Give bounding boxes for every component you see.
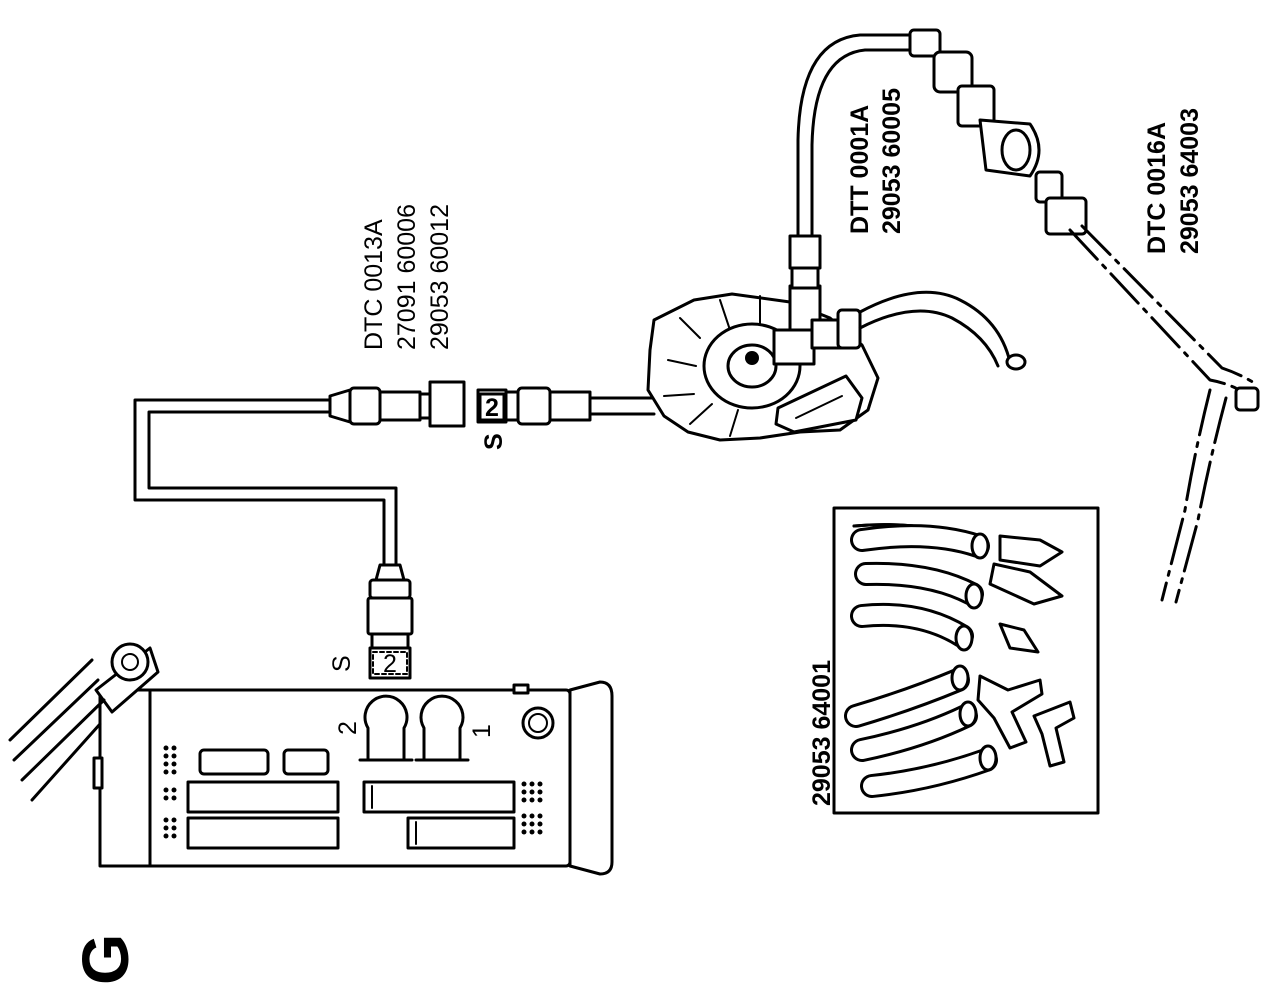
label-dtc-0016a-line2: 29053 64003 (1176, 108, 1204, 254)
port-2-marker-cable: 2 (478, 392, 506, 422)
fittings (976, 534, 1076, 768)
label-port-1: 1 (468, 724, 496, 738)
hose-kit-box (832, 506, 1100, 815)
port-2-label-cable: 2 (485, 394, 499, 422)
label-dtc-0013a-line1: DTC 0013A (360, 219, 388, 350)
measurement-unit (8, 642, 614, 876)
label-dtt-0001a: DTT 0001A 29053 60005 (846, 88, 906, 234)
label-s-box: S (328, 655, 356, 672)
cable-dtc-0013a (133, 380, 656, 680)
label-dtc-0013a-line3: 29053 60012 (426, 204, 454, 350)
label-kit-29053-64001: 29053 64001 (808, 660, 836, 806)
port-2-label-box: 2 (383, 650, 397, 678)
label-dtc-0016a-line1: DTC 0016A (1143, 122, 1171, 254)
label-dtt-0001a-line2: 29053 60005 (878, 88, 906, 234)
hose-dtc-0016a (1034, 170, 1260, 604)
label-port-2: 2 (334, 721, 362, 735)
label-dtt-0001a-line1: DTT 0001A (846, 105, 874, 234)
tube-pieces (844, 524, 998, 798)
label-dtc-0013a: DTC 0013A 27091 60006 29053 60012 (360, 204, 454, 350)
flow-sensor (646, 28, 1041, 442)
figure-letter: G (68, 934, 142, 985)
port-2-marker-box: 2 (372, 650, 408, 678)
label-s-cable: S (480, 433, 508, 450)
label-dtc-0016a: DTC 0016A 29053 64003 (1143, 108, 1204, 254)
label-dtc-0013a-line2: 27091 60006 (393, 204, 421, 350)
